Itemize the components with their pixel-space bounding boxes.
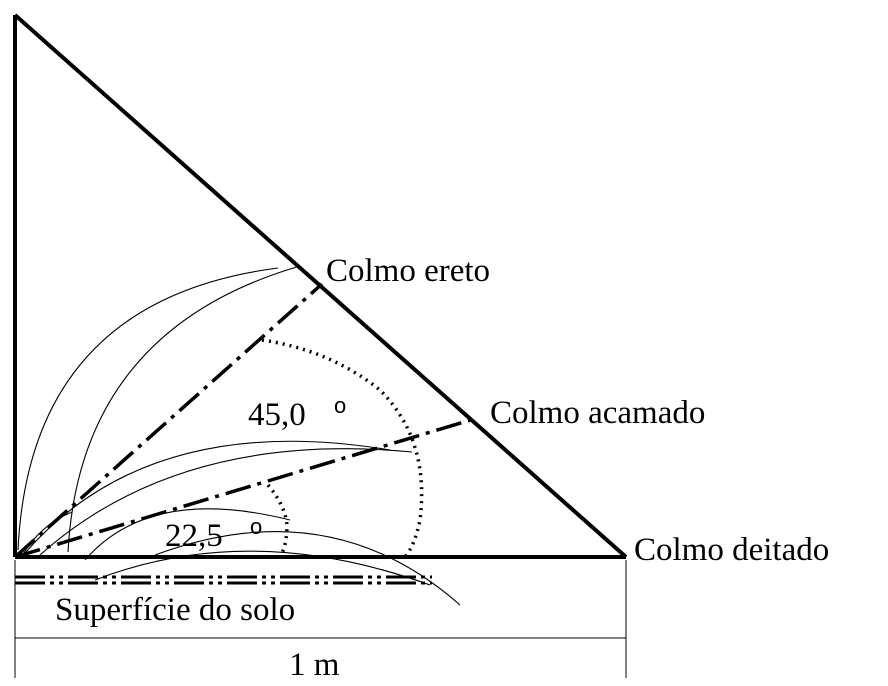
label-colmo-ereto: Colmo ereto [326,253,490,289]
angle-arc-small [266,483,289,558]
reference-line-45 [13,282,324,559]
label-scale-1m: 1 m [289,647,340,683]
scale-bar [14,560,627,678]
angle-arcs [261,338,424,559]
stalk-lodged-low-1 [84,508,291,561]
stalk-erect-inner [67,265,301,553]
soil-surface-lines [15,575,432,585]
label-colmo-deitado: Colmo deitado [634,532,829,568]
label-angle-45: 45,0 [248,397,306,433]
reference-line-22-5 [14,417,475,559]
stalk-flat-1 [94,550,431,586]
label-angle-22-5: 22,5 [165,518,223,554]
angle-reference-lines [13,282,475,559]
stalk-lodged-lower [39,448,413,556]
stalk-short [21,511,73,557]
degree-symbol-22-5: o [250,514,262,539]
degree-symbol-45: o [334,393,346,418]
angle-arc-large [261,338,424,559]
stalk-erect-outer [17,267,279,551]
label-superficie-do-solo: Superfície do solo [55,592,295,628]
stalk-curves [17,265,461,606]
label-colmo-acamado: Colmo acamado [490,395,705,431]
